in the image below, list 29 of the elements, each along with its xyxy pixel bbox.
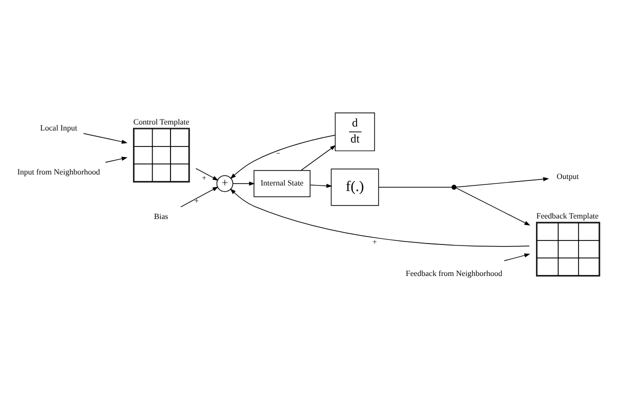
node-circle [452,184,456,190]
arrow [83,133,128,144]
arrow [300,145,336,171]
edge-label: + [372,237,377,246]
arrow [232,182,255,186]
arrow [310,184,332,188]
connector [378,186,452,188]
node-label: Feedback Template [536,211,599,220]
edge-label: + [202,174,206,183]
edge-label: − [276,149,280,158]
node-text: Feedback from Neighborhood [406,269,502,278]
arrow [230,134,336,179]
arrow [196,168,218,181]
node-text: Bias [154,212,168,222]
arrow [456,188,530,226]
arrow [504,253,530,262]
node-circle: + [216,175,234,192]
arrow [456,177,550,188]
node-box: f(.) [330,168,379,206]
arrow [105,156,128,163]
node-text: Local Input [40,123,78,132]
arrow [180,186,218,208]
node-text: Input from Neighborhood [17,168,100,177]
arrow [230,188,530,247]
node-box: Internal State [254,170,310,198]
node-box: d dt [334,112,375,152]
node-text: Output [556,172,579,182]
edge-label: + [194,196,199,206]
node-label: Control Template [133,117,190,126]
